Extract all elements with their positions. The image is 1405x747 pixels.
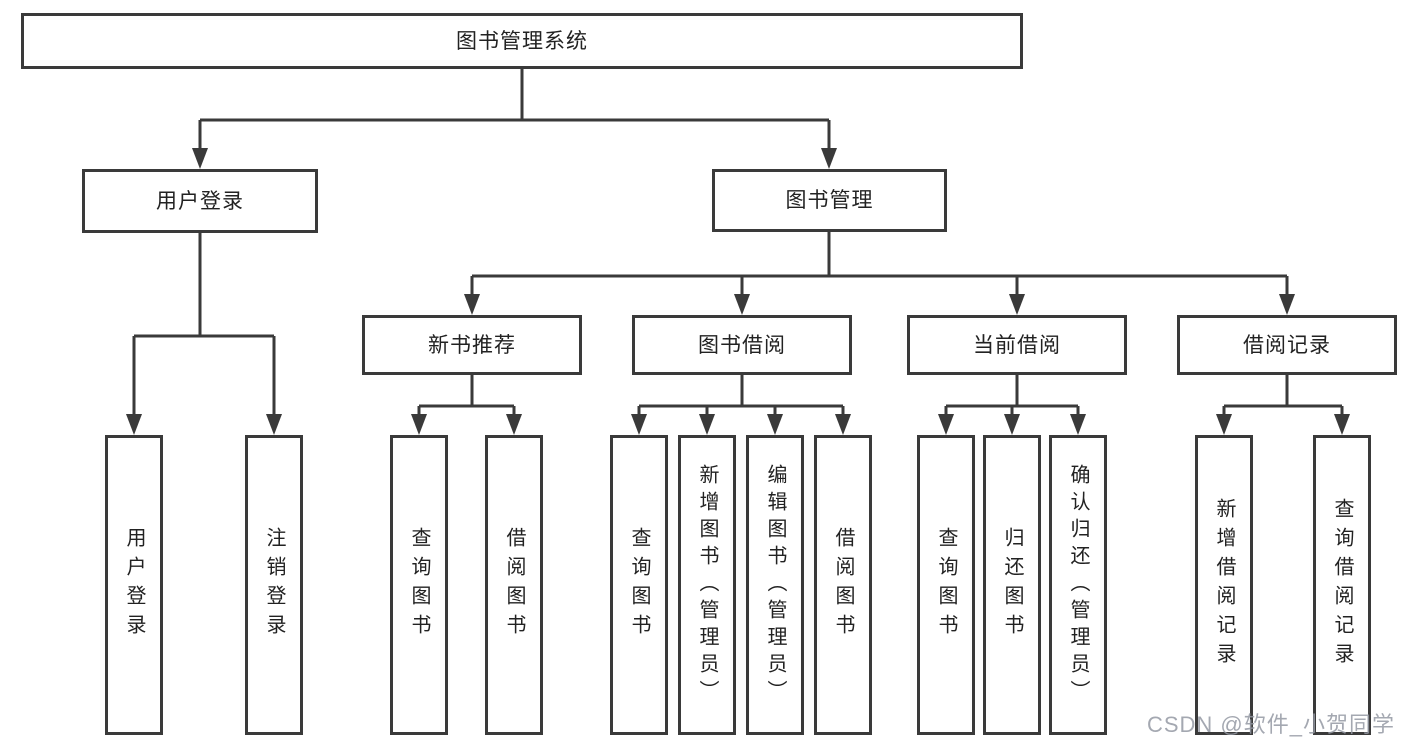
connector-borrow-group: [637, 375, 845, 426]
connector-root: [198, 69, 831, 160]
node-label: 借阅图书: [503, 527, 525, 643]
node-book-management: 图书管理: [712, 169, 947, 232]
connector-current-group: [944, 375, 1080, 426]
node-label: 图书借阅: [698, 333, 786, 357]
connector-login-branch: [132, 233, 276, 426]
node-label: 新增图书（管理员）: [696, 463, 718, 707]
node-label: 图书管理系统: [456, 29, 588, 53]
node-label: 查询图书: [408, 527, 430, 643]
node-label: 当前借阅: [973, 333, 1061, 357]
leaf-add-books-admin: 新增图书（管理员）: [678, 435, 736, 735]
node-label: 借阅记录: [1243, 333, 1331, 357]
node-borrowing-records: 借阅记录: [1177, 315, 1397, 375]
node-label: 用户登录: [156, 189, 244, 213]
leaf-return-books: 归还图书: [983, 435, 1041, 735]
csdn-watermark: CSDN @软件_小贺同学: [1146, 712, 1395, 737]
node-label: 确认归还（管理员）: [1067, 463, 1089, 707]
node-label: 归还图书: [1001, 527, 1023, 643]
node-label: 编辑图书（管理员）: [764, 463, 786, 707]
connector-record-group: [1222, 375, 1344, 426]
node-label: 图书管理: [785, 189, 874, 212]
node-label: 注销登录: [263, 527, 285, 643]
leaf-user-login: 用户登录: [105, 435, 163, 735]
leaf-logout: 注销登录: [245, 435, 303, 735]
leaf-borrow-books: 借阅图书: [814, 435, 872, 735]
leaf-add-borrow-record: 新增借阅记录: [1195, 435, 1253, 735]
node-label: 查询图书: [628, 527, 650, 643]
leaf-borrow-books: 借阅图书: [485, 435, 543, 735]
node-label: 用户登录: [123, 527, 145, 643]
leaf-query-books: 查询图书: [610, 435, 668, 735]
leaf-query-borrow-record: 查询借阅记录: [1313, 435, 1371, 735]
connector-newbook-group: [417, 375, 516, 426]
node-label: 查询图书: [935, 527, 957, 643]
node-user-login: 用户登录: [82, 169, 318, 233]
leaf-confirm-return-admin: 确认归还（管理员）: [1049, 435, 1107, 735]
leaf-query-books: 查询图书: [917, 435, 975, 735]
node-new-book-recommend: 新书推荐: [362, 315, 582, 375]
node-current-borrowing: 当前借阅: [907, 315, 1127, 375]
node-label: 查询借阅记录: [1331, 498, 1353, 672]
leaf-edit-books-admin: 编辑图书（管理员）: [746, 435, 804, 735]
node-label: 借阅图书: [832, 527, 854, 643]
node-root-system: 图书管理系统: [21, 13, 1023, 69]
node-book-borrowing: 图书借阅: [632, 315, 852, 375]
leaf-query-books: 查询图书: [390, 435, 448, 735]
node-label: 新书推荐: [428, 333, 516, 357]
connector-mgmt-branch: [470, 232, 1289, 306]
node-label: 新增借阅记录: [1213, 498, 1235, 672]
